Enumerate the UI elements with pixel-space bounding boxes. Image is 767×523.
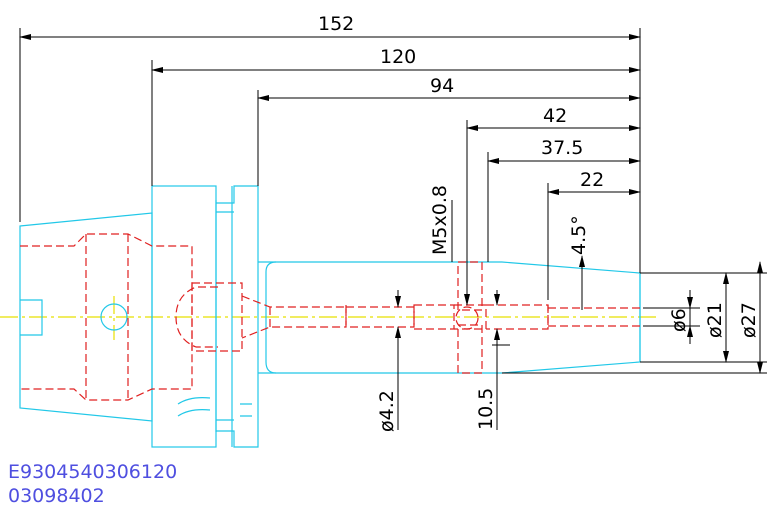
dim-label-37-5: 37.5 [541,137,583,159]
dia27-label: ø27 [738,302,760,338]
dim-label-94: 94 [430,75,454,97]
vertical-dimensions [395,200,763,430]
part-number-line2: 03098402 [8,485,105,507]
dia21-label: ø21 [704,302,726,338]
dia6-label: ø6 [668,308,690,332]
dim-label-22: 22 [580,169,604,191]
thread-label: M5x0.8 [429,185,451,255]
dim-label-42: 42 [543,105,567,127]
extension-lines [19,28,767,374]
angle-label: 4.5° [568,215,590,255]
depth-10-5-label: 10.5 [475,388,497,430]
dim-label-120: 120 [380,46,416,68]
dia4-2-label: ø4.2 [376,390,398,432]
part-number-line1: E9304540306120 [8,461,177,483]
internal-hidden-lines [20,233,640,401]
dim-label-152: 152 [318,13,354,35]
horizontal-dimensions [19,34,641,195]
